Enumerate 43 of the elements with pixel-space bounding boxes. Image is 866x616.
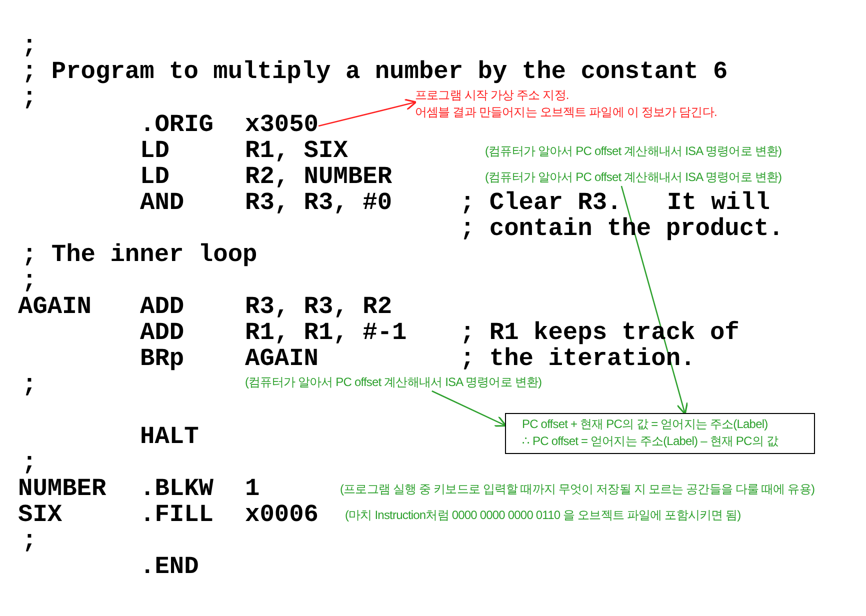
- arrow: [318, 98, 417, 127]
- code-text: AND: [140, 191, 184, 217]
- code-comment: ; The inner loop: [22, 243, 258, 269]
- code-text: R1, R1, #-1: [245, 321, 407, 347]
- code-comment: It will: [667, 191, 770, 217]
- annotation-note: (컴퓨터가 알아서 PC offset 계산해내서 ISA 명령어로 변환): [485, 169, 782, 186]
- code-text: AGAIN: [18, 295, 92, 321]
- annotation-note: (프로그램 실행 중 키보드로 입력할 때까지 무엇이 저장될 지 모르는 공간들을 다룰 때에 유용): [340, 481, 815, 498]
- code-text: .ORIG: [140, 113, 214, 139]
- arrow: [620, 186, 688, 415]
- code-text: NUMBER: [18, 477, 106, 503]
- code-text: SIX: [18, 503, 62, 529]
- code-text: .END: [140, 555, 199, 581]
- code-text: ADD: [140, 321, 184, 347]
- code-text: ADD: [140, 295, 184, 321]
- code-text: ;: [22, 373, 37, 399]
- code-text: ;: [22, 451, 37, 477]
- code-text: ;: [22, 34, 37, 60]
- code-text: AGAIN: [245, 347, 319, 373]
- code-text: HALT: [140, 425, 199, 451]
- code-text: ;: [22, 529, 37, 555]
- code-text: R1, SIX: [245, 139, 348, 165]
- code-text: R3, R3, #0: [245, 191, 392, 217]
- code-text: ;: [22, 269, 37, 295]
- annotation-note: (컴퓨터가 알아서 PC offset 계산해내서 ISA 명령어로 변환): [485, 143, 782, 160]
- annotation-note: 프로그램 시작 가상 주소 지정. 어셈블 결과 만들어지는 오브젝트 파일에 이 정보가 담긴다.: [415, 87, 717, 121]
- code-text: .FILL: [140, 503, 214, 529]
- annotation-note: (마치 Instruction처럼 0000 0000 0000 0110 을 오브젝트 파일에 포함시키면 됨): [345, 507, 741, 524]
- code-text: LD: [140, 165, 170, 191]
- code-text: .BLKW: [140, 477, 214, 503]
- code-text: 1: [245, 477, 260, 503]
- code-text: x0006: [245, 503, 319, 529]
- code-text: x3050: [245, 113, 319, 139]
- code-text: LD: [140, 139, 170, 165]
- code-text: R2, NUMBER: [245, 165, 392, 191]
- arrow: [432, 390, 507, 427]
- formula-box: PC offset + 현재 PC의 값 = 얻어지는 주소(Label) ∴ PC offset = 얻어지는 주소(Label) – 현재 PC의 값: [505, 413, 815, 454]
- code-text: R3, R3, R2: [245, 295, 392, 321]
- code-text: BRp: [140, 347, 184, 373]
- code-text: ; Program to multiply a number by the constant 6: [22, 60, 728, 86]
- code-text: ;: [22, 86, 37, 112]
- code-comment: ; Clear R3.: [460, 191, 622, 217]
- annotation-note: (컴퓨터가 알아서 PC offset 계산해내서 ISA 명령어로 변환): [245, 374, 542, 391]
